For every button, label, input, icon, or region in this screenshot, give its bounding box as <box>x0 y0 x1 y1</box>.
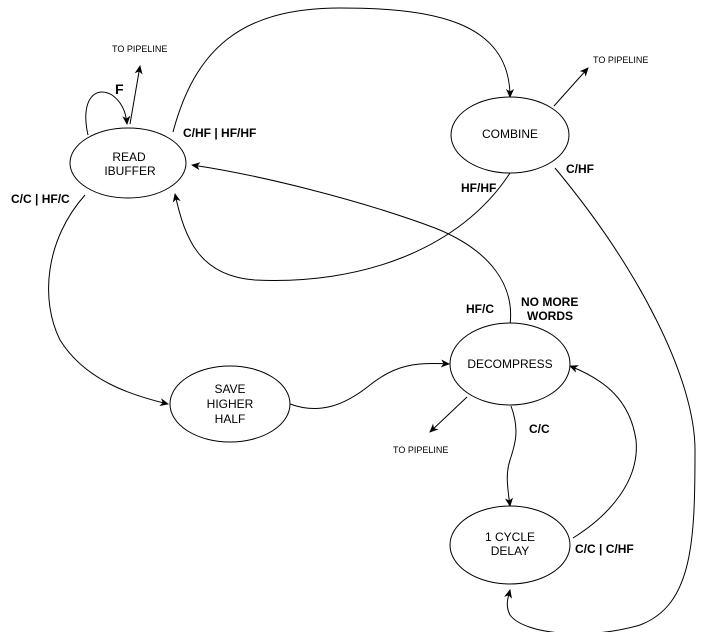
state-read-ibuffer: READ IBUFFER <box>69 127 187 199</box>
edge-decompress-output <box>429 396 468 433</box>
state-decompress-label: DECOMPRESS <box>467 357 552 371</box>
label-no-more-words-2: WORDS <box>527 309 573 323</box>
state-save-line-1: SAVE <box>214 382 245 396</box>
edge-combine-output <box>553 67 589 107</box>
edge-read-self-loop <box>85 91 131 136</box>
label-decompress-to-pipeline: TO PIPELINE <box>393 445 448 455</box>
edge-combine-to-delay <box>504 167 696 632</box>
state-save-line-2: HIGHER <box>207 397 254 411</box>
label-no-more-words-1: NO MORE <box>521 295 578 309</box>
edge-combine-to-read <box>172 172 511 281</box>
label-read-to-save: C/C | HF/C <box>11 192 70 206</box>
label-decompress-to-delay: C/C <box>529 422 550 436</box>
label-read-to-pipeline: TO PIPELINE <box>112 44 167 54</box>
state-combine-label: COMBINE <box>482 127 538 141</box>
label-decompress-hfc: HF/C <box>466 302 494 316</box>
state-combine: COMBINE <box>450 96 570 174</box>
label-delay-to-decompress: C/C | C/HF <box>575 542 634 556</box>
label-combine-to-pipeline: TO PIPELINE <box>593 55 648 65</box>
label-combine-to-delay: C/HF <box>566 162 594 176</box>
edge-read-output <box>129 65 143 125</box>
edge-delay-to-decompress <box>569 365 637 539</box>
state-1-cycle-delay: 1 CYCLE DELAY <box>449 505 571 585</box>
state-read-ibuffer-line-1: READ <box>112 150 146 164</box>
state-delay-line-2: DELAY <box>491 544 529 558</box>
edge-decompress-to-delay <box>505 405 517 507</box>
label-read-to-combine: C/HF | HF/HF <box>183 126 256 140</box>
label-f: F <box>115 81 124 97</box>
edge-read-to-save <box>48 194 169 407</box>
state-save-line-3: HALF <box>215 412 246 426</box>
label-combine-to-read: HF/HF <box>461 181 496 195</box>
edge-decompress-to-read <box>191 162 512 326</box>
state-save-higher-half: SAVE HIGHER HALF <box>169 365 291 443</box>
edge-read-to-combine <box>172 7 514 133</box>
state-delay-line-1: 1 CYCLE <box>485 530 535 544</box>
state-read-ibuffer-line-2: IBUFFER <box>104 164 156 178</box>
edge-save-to-decompress <box>289 359 450 410</box>
state-decompress: DECOMPRESS <box>449 322 571 406</box>
